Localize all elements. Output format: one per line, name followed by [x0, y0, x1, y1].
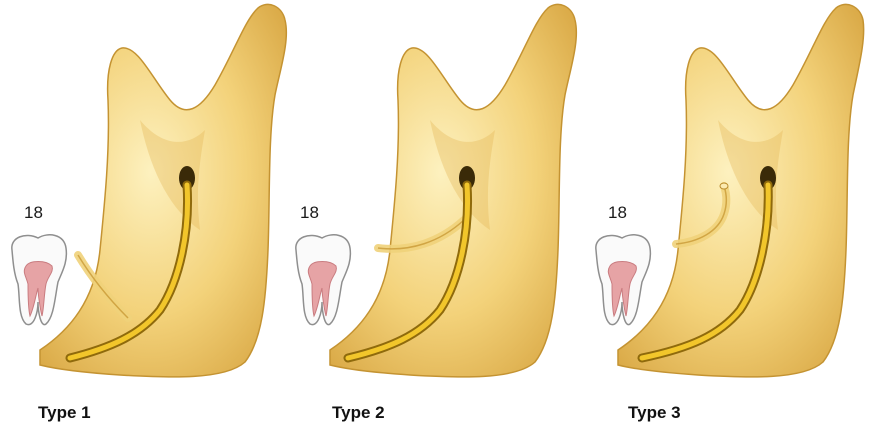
mandible-bone [618, 4, 864, 377]
mandible-illustration-type-3 [578, 0, 868, 390]
type-label: Type 3 [628, 403, 681, 423]
type-label: Type 1 [38, 403, 91, 423]
mandible-illustration-type-2 [290, 0, 580, 390]
third-molar-tooth [12, 235, 67, 325]
mandible-illustration-type-1 [0, 0, 290, 390]
tooth-number-label: 18 [608, 203, 627, 223]
mandible-bone [330, 4, 576, 377]
type-label: Type 2 [332, 403, 385, 423]
panel-type-3: 18 Type 3 [578, 0, 868, 432]
panel-type-2: 18 Type 2 [290, 0, 580, 432]
tooth-number-label: 18 [300, 203, 319, 223]
tooth-number-label: 18 [24, 203, 43, 223]
panel-type-1: 18 Type 1 [0, 0, 290, 432]
retromolar-canal-opening [720, 183, 728, 189]
third-molar-tooth [296, 235, 351, 325]
mandible-bone [40, 4, 286, 377]
third-molar-tooth [596, 235, 651, 325]
